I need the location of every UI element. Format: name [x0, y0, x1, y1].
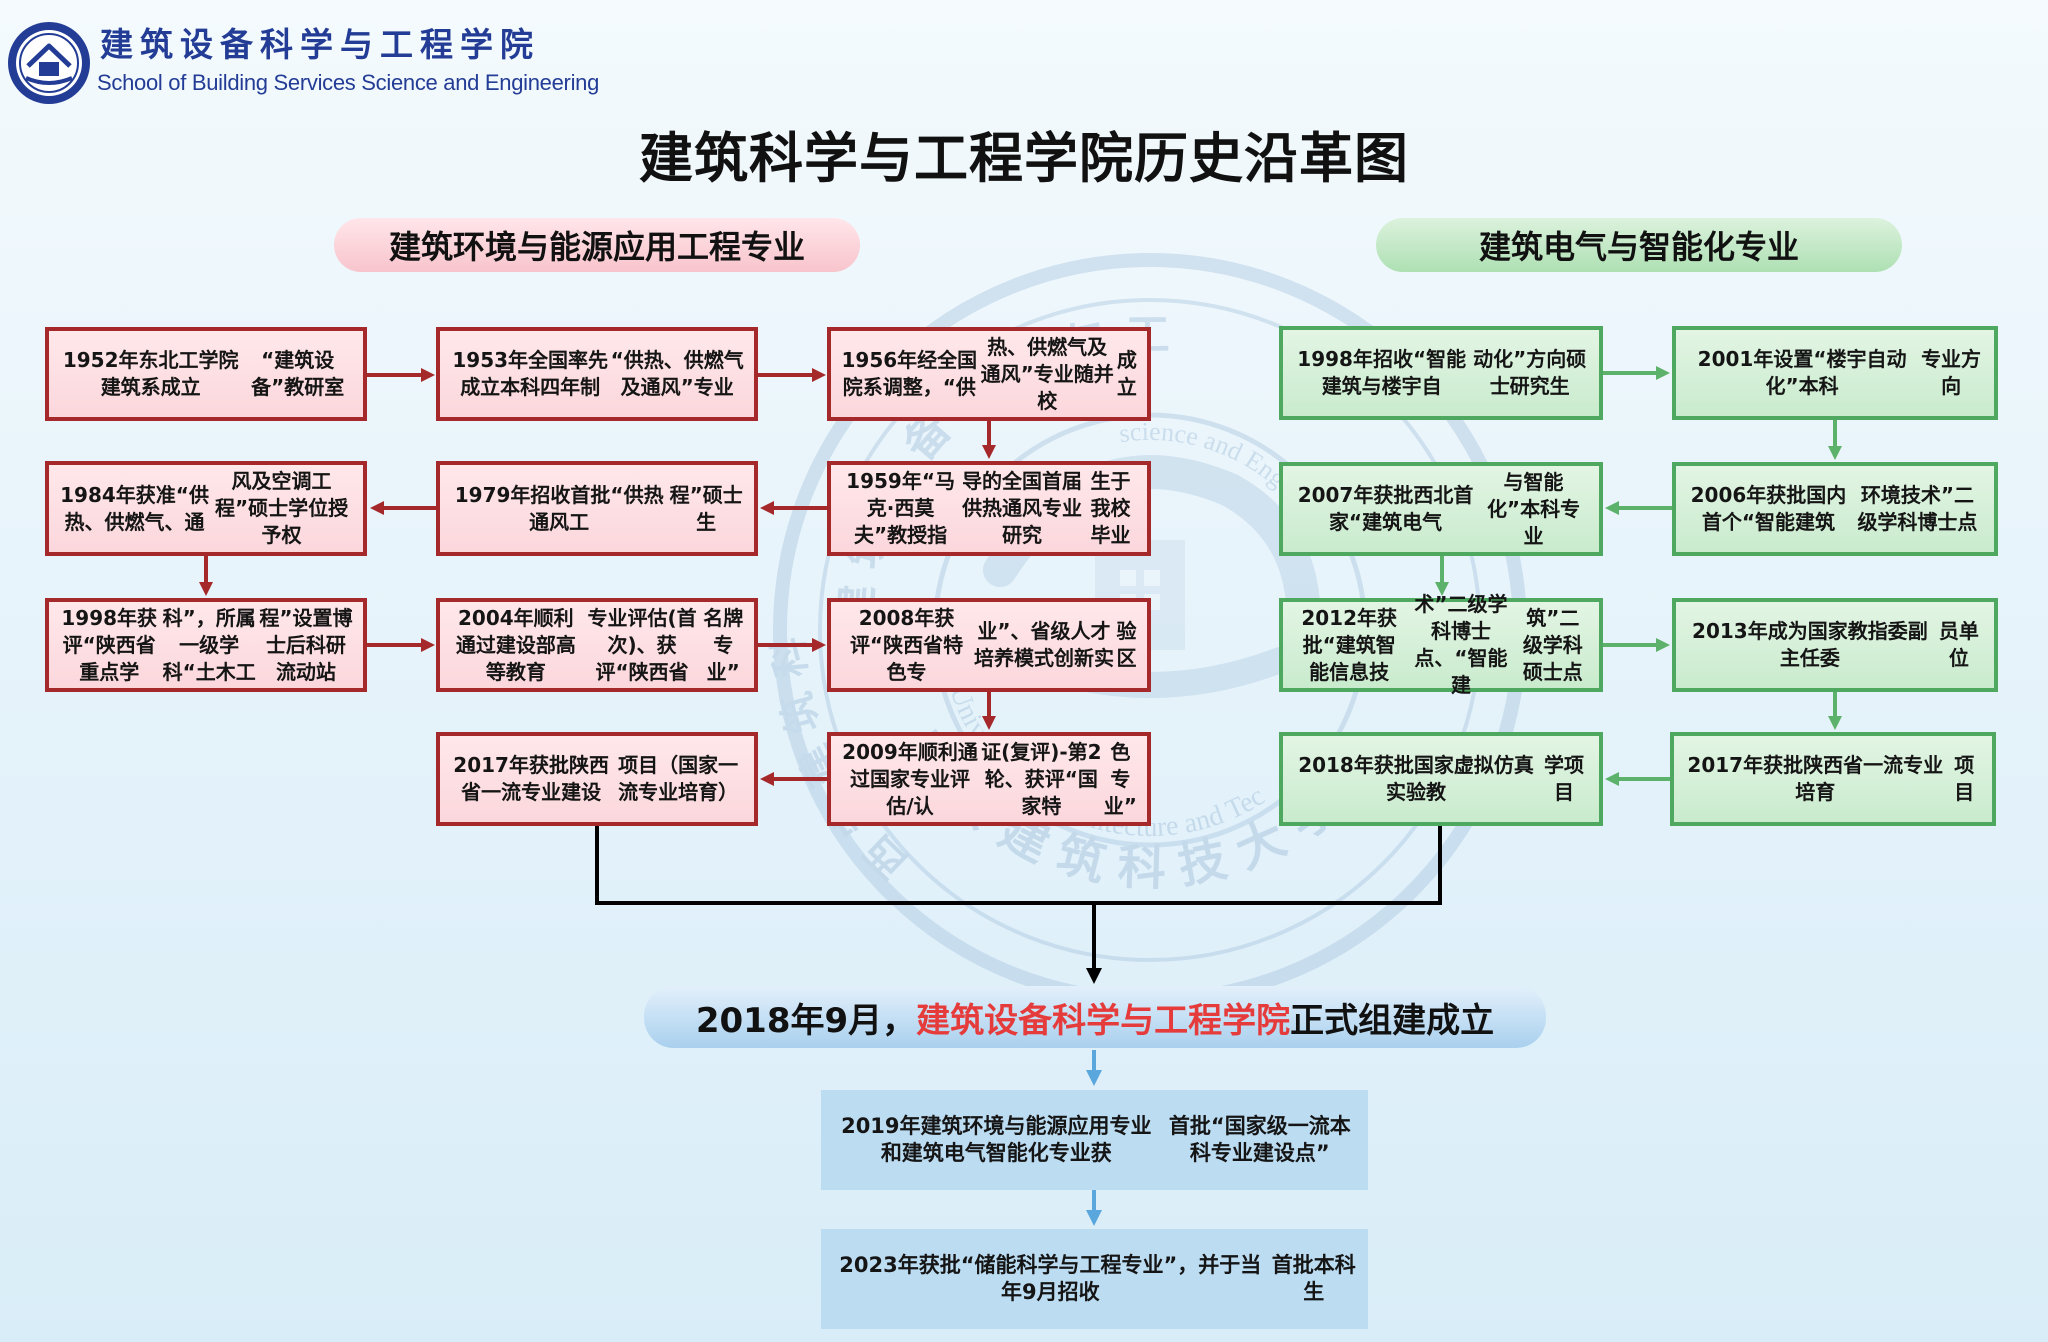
left-box-1956: 1956年经全国院系调整，“供热、供燃气及通风”专业随并校成立 — [827, 327, 1151, 421]
established-school-name: 建筑设备科学与工程学院 — [916, 1000, 1291, 1041]
right-box-2006: 2006年获批国内首个“智能建筑环境技术”二级学科博士点 — [1672, 462, 1998, 556]
school-name-en: School of Building Services Science and … — [97, 70, 600, 95]
merge-line-right — [1094, 824, 1442, 905]
right-box-2007: 2007年获批西北首家“建筑电气与智能化”本科专业 — [1279, 462, 1603, 556]
left-box-1959: 1959年“马克·西莫夫”教授指导的全国首届供热通风专业研究生于我校毕业 — [827, 461, 1151, 556]
right-box-1998: 1998年招收“智能建筑与楼宇自动化”方向硕士研究生 — [1279, 326, 1603, 420]
left-box-2004: 2004年顺利通过建设部高等教育专业评估(首次)、获评“陕西省名牌专业” — [436, 598, 758, 692]
left-box-1952: 1952年东北工学院建筑系成立“建筑设备”教研室 — [45, 327, 367, 421]
merge-line-left — [595, 824, 1094, 905]
page-title: 建筑科学与工程学院历史沿革图 — [639, 127, 1409, 190]
major-header-electrical: 建筑电气与智能化专业 — [1376, 218, 1902, 272]
established-suffix: 正式组建成立 — [1290, 1000, 1495, 1041]
university-logo-icon — [8, 22, 90, 104]
right-box-2001: 2001年设置“楼宇自动化”本科专业方向 — [1672, 326, 1998, 420]
right-box-2012: 2012年获批“建筑智能信息技术”二级学科博士点、“智能建筑”二级学科硕士点 — [1279, 592, 1603, 697]
school-name-cn: 建筑设备科学与工程学院 — [100, 25, 540, 64]
major-header-hvac: 建筑环境与能源应用工程专业 — [334, 218, 860, 272]
right-box-2018: 2018年获批国家虚拟仿真实验教学项目 — [1279, 732, 1603, 826]
established-banner: 2018年9月，建筑设备科学与工程学院正式组建成立 — [644, 986, 1546, 1048]
right-box-2017: 2017年获批陕西省一流专业培育项目 — [1670, 732, 1996, 826]
left-box-2009: 2009年顺利通过国家专业评估/认证(复评)-第2轮、获评“国家特色专业” — [827, 732, 1151, 826]
bottom-box-2023: 2023年获批“储能科学与工程专业”，并于当年9月招收首批本科生 — [821, 1229, 1368, 1329]
right-box-2013: 2013年成为国家教指委副主任委员单位 — [1672, 598, 1998, 692]
left-box-2017: 2017年获批陕西省一流专业建设项目（国家一流专业培育） — [436, 732, 758, 826]
left-box-1998: 1998年获评“陕西省重点学科”，所属一级学科“土木工程”设置博士后科研流动站 — [45, 598, 367, 692]
bottom-box-2019: 2019年建筑环境与能源应用专业和建筑电气智能化专业获首批“国家级一流本科专业建… — [821, 1090, 1368, 1190]
left-box-2008: 2008年获评“陕西省特色专业”、省级人才培养模式创新实验区 — [827, 598, 1151, 692]
left-box-1953: 1953年全国率先成立本科四年制“供热、供燃气及通风”专业 — [436, 327, 758, 421]
left-box-1979: 1979年招收首批“供热通风工程”硕士生 — [436, 461, 758, 556]
left-box-1984: 1984年获准“供热、供燃气、通风及空调工程”硕士学位授予权 — [45, 461, 367, 556]
established-prefix: 2018年9月， — [695, 1000, 917, 1041]
